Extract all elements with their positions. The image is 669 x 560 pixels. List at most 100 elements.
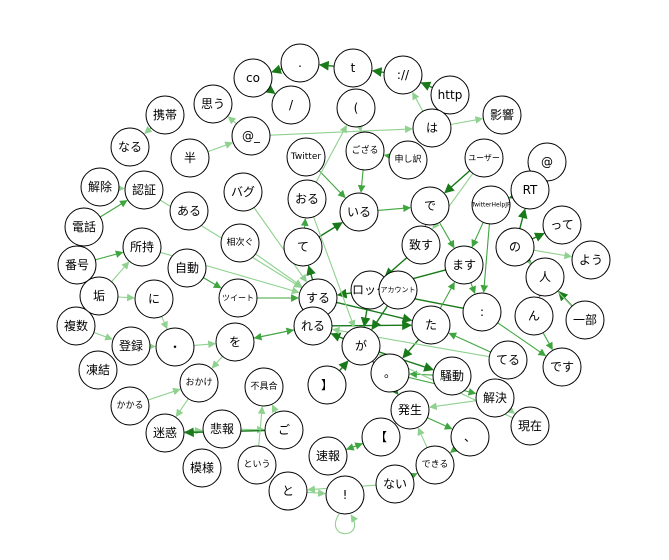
node-circle-genzai bbox=[510, 406, 550, 446]
node-circle-paren bbox=[336, 88, 376, 128]
node-twitterhelpjp: TwitterHelpJP bbox=[470, 185, 511, 225]
node-circle-t bbox=[333, 48, 373, 88]
edge-suru-to-te bbox=[306, 265, 316, 280]
node-circle-mohan bbox=[182, 448, 222, 488]
node-label-omou: 思う bbox=[201, 97, 225, 111]
node-aka: 垢 bbox=[79, 276, 119, 316]
node-circle-comma bbox=[450, 417, 490, 457]
node-to: と bbox=[268, 471, 308, 511]
edge-bango-to-shoji bbox=[95, 250, 124, 261]
node-circle-ha bbox=[412, 108, 452, 148]
node-label-denwa: 電話 bbox=[72, 219, 96, 234]
node-label-masu: ます bbox=[452, 258, 476, 272]
node-label-sokuho: 速報 bbox=[316, 449, 340, 463]
edge-go-to-fuguai bbox=[271, 404, 279, 414]
node-label-ichibu: 一部 bbox=[573, 312, 597, 327]
node-circle-tte bbox=[542, 205, 582, 245]
edge-oru-to-paren bbox=[315, 124, 347, 183]
node-label-aka: 垢 bbox=[93, 289, 105, 303]
node-bracket_open: 【 bbox=[361, 417, 401, 457]
node-ta: た bbox=[411, 305, 451, 345]
edge-middot-to-wo bbox=[193, 340, 216, 349]
edge-at_-to-ha bbox=[269, 125, 413, 136]
node-circle-fukusu bbox=[56, 306, 96, 346]
node-rt: RT bbox=[510, 170, 550, 210]
node-circle-bagu bbox=[223, 172, 263, 212]
node-moushiwake: 申し訳 bbox=[388, 140, 428, 180]
node-circle-colon bbox=[462, 292, 502, 332]
node-user: ユーザー bbox=[464, 138, 504, 178]
node-circle-sodo bbox=[432, 356, 472, 396]
node-circle-slash bbox=[271, 85, 311, 125]
node-shoji: 所持 bbox=[122, 227, 162, 267]
node-label-comma: 、 bbox=[464, 430, 476, 444]
node-keitai: 携帯 bbox=[145, 95, 185, 135]
node-hiho: 悲報 bbox=[202, 409, 242, 449]
node-circle-toroku bbox=[111, 326, 151, 366]
node-han: 半 bbox=[170, 138, 210, 178]
node-circle-nai bbox=[375, 464, 415, 504]
node-circle-toketsu bbox=[78, 350, 118, 390]
node-label-colon_slash: :// bbox=[397, 68, 410, 82]
node-label-fuguai: 不具合 bbox=[250, 380, 277, 392]
edge-t-to-dot_top bbox=[318, 60, 335, 71]
node-circle-ni bbox=[134, 279, 174, 319]
edge-dekiru-to-hassei bbox=[417, 427, 428, 448]
node-circle-kakaru bbox=[110, 386, 150, 426]
node-genzai: 現在 bbox=[510, 406, 550, 446]
node-circle-desu bbox=[542, 347, 582, 387]
node-fuguai: 不具合 bbox=[244, 367, 284, 407]
node-toiu: という bbox=[237, 445, 277, 485]
node-label-you: よう bbox=[579, 253, 603, 267]
node-circle-moushiwake bbox=[388, 140, 428, 180]
node-label-hiho: 悲報 bbox=[210, 421, 234, 436]
node-circle-oru bbox=[287, 179, 327, 219]
node-omou: 思う bbox=[193, 84, 233, 124]
node-circle-rt bbox=[510, 170, 550, 210]
edge-twitter-to-iru bbox=[318, 170, 346, 199]
edge-kaiketsu-to-genzai bbox=[506, 406, 516, 414]
node-circle-kaiketsu bbox=[475, 378, 515, 418]
node-label-twitterhelpjp: TwitterHelpJP bbox=[470, 202, 511, 209]
node-colon: : bbox=[462, 292, 502, 332]
edge-te-to-oru bbox=[300, 218, 309, 229]
edge-teru-to-ta bbox=[448, 332, 491, 353]
node-kakaru: かかる bbox=[110, 386, 150, 426]
node-ichibu: 一部 bbox=[565, 300, 605, 340]
node-circle-de bbox=[410, 186, 450, 226]
node-tte: って bbox=[542, 205, 582, 245]
node-label-nai: ない bbox=[383, 477, 407, 491]
node-label-tweet: ツイート bbox=[222, 294, 254, 303]
edge-colon-to-desu bbox=[497, 322, 547, 357]
node-you: よう bbox=[571, 240, 611, 280]
node-masu: ます bbox=[444, 245, 484, 285]
node-http: http bbox=[430, 75, 470, 115]
edge-to-to-excl bbox=[306, 489, 326, 497]
node-fukusu: 複数 bbox=[56, 306, 96, 346]
edge-aka-to-shoji bbox=[111, 261, 130, 283]
node-circle-denwa bbox=[64, 207, 104, 247]
node-circle-iru bbox=[339, 192, 379, 232]
node-itasu: 致す bbox=[401, 225, 441, 265]
node-label-reru: れる bbox=[301, 319, 325, 333]
edge-bracket_open-to-sokuho bbox=[346, 442, 364, 451]
node-bracket_close: 】 bbox=[307, 365, 347, 405]
edge-no-to-rt bbox=[517, 208, 528, 229]
edge-wo-to-reru bbox=[253, 327, 295, 339]
node-label-kaijo: 解除 bbox=[88, 179, 112, 194]
node-label-user: ユーザー bbox=[468, 154, 500, 163]
node-label-aitsugu: 相次ぐ bbox=[226, 236, 253, 248]
node-jido: 自動 bbox=[167, 248, 207, 288]
node-circle-middot bbox=[155, 327, 195, 367]
edge-at_-to-omou bbox=[227, 116, 237, 125]
node-sokuho: 速報 bbox=[308, 436, 348, 476]
edge-no-to-tte bbox=[531, 232, 545, 242]
node-label-no: の bbox=[509, 240, 521, 254]
edge-suru-to-ta bbox=[336, 301, 413, 324]
node-circle-ichibu bbox=[565, 300, 605, 340]
node-kaijo: 解除 bbox=[80, 167, 120, 207]
node-label-naru: なる bbox=[118, 140, 142, 154]
node-maru: 。 bbox=[370, 353, 410, 393]
node-nai: ない bbox=[375, 464, 415, 504]
edge-masu-to-colon bbox=[468, 282, 476, 295]
